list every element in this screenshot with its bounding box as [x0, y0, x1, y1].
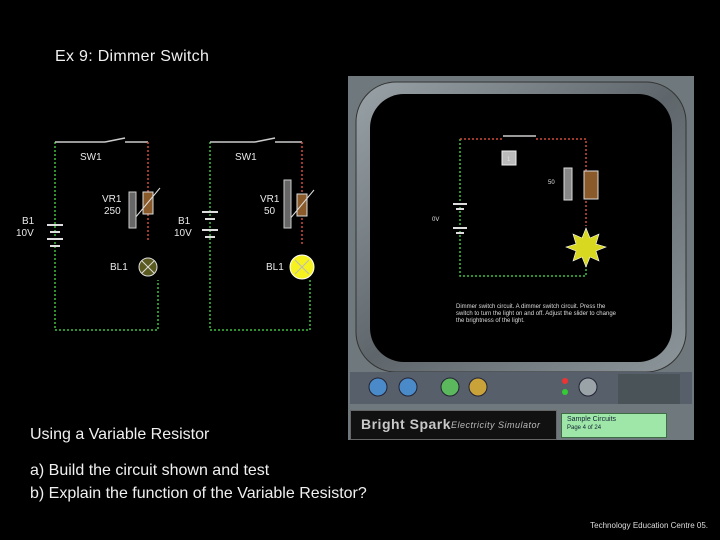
- sim-voltage-label: 0V: [432, 217, 439, 223]
- task-b: b) Explain the function of the Variable …: [30, 485, 367, 502]
- speaker-grille: [618, 374, 680, 404]
- page-title: Ex 9: Dimmer Switch: [55, 48, 210, 65]
- forward-button[interactable]: [398, 377, 418, 397]
- sample-circuits-panel[interactable]: Sample Circuits Page 4 of 24: [561, 413, 667, 438]
- right-battery-name: B1: [178, 216, 191, 227]
- status-title: Sample Circuits: [567, 416, 617, 423]
- sim-switch-button[interactable]: [501, 150, 517, 166]
- circuit-left: SW1 VR1 250 B1 10V BL1: [16, 137, 161, 331]
- left-lamp-label: BL1: [110, 262, 128, 273]
- left-resistor-value: 250: [104, 206, 121, 217]
- status-led-red: [562, 378, 568, 384]
- status-led-green: [562, 389, 568, 395]
- help-button[interactable]: [468, 377, 488, 397]
- left-battery-value: 10V: [16, 228, 34, 239]
- footer-credit: Technology Education Centre 05.: [590, 521, 708, 530]
- sim-switch-label: 1: [507, 157, 511, 163]
- section-subtitle: Using a Variable Resistor: [30, 426, 210, 443]
- sim-slider-value: 50: [548, 180, 555, 186]
- brand-subtitle: Electricity Simulator: [451, 420, 541, 430]
- left-battery-name: B1: [22, 216, 35, 227]
- sim-circuit: 1 50 0V: [432, 135, 607, 277]
- left-switch-label: SW1: [80, 152, 102, 163]
- brand-logo: Bright Spark Electricity Simulator: [350, 410, 557, 440]
- simulator-screen: [370, 94, 672, 362]
- back-button[interactable]: [368, 377, 388, 397]
- left-resistor-name: VR1: [102, 194, 122, 205]
- circuit-diagrams: SW1 VR1 250 B1 10V BL1 SW1 VR1 50 B1 10V…: [16, 137, 315, 331]
- right-resistor-name: VR1: [260, 194, 280, 205]
- status-page: Page 4 of 24: [567, 425, 602, 431]
- sim-description: Dimmer switch circuit. A dimmer switch c…: [456, 304, 616, 324]
- brand-name: Bright Spark: [361, 416, 452, 432]
- right-resistor-value: 50: [264, 206, 276, 217]
- up-button[interactable]: [440, 377, 460, 397]
- right-switch-label: SW1: [235, 152, 257, 163]
- simulator-window: 1 50 0V: [348, 76, 694, 440]
- power-button[interactable]: [578, 377, 598, 397]
- right-battery-value: 10V: [174, 228, 192, 239]
- circuit-right: SW1 VR1 50 B1 10V BL1: [174, 137, 315, 331]
- right-lamp-label: BL1: [266, 262, 284, 273]
- task-a: a) Build the circuit shown and test: [30, 462, 270, 479]
